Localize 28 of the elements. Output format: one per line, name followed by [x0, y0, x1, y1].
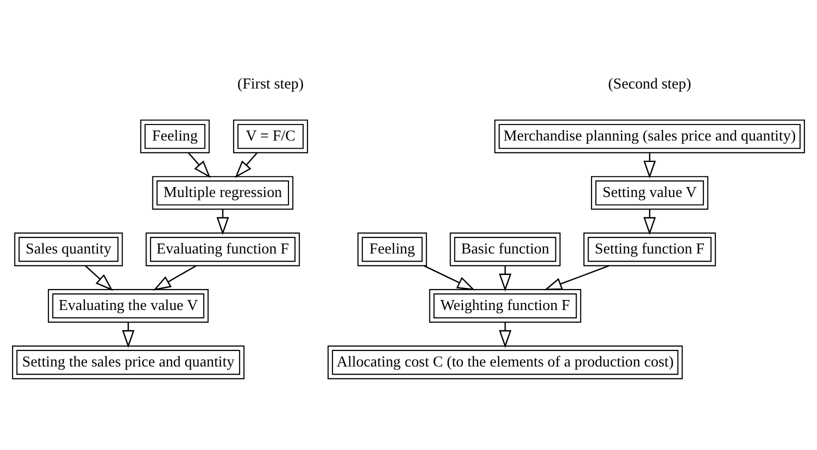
node-box: Evaluating the value V	[48, 288, 209, 322]
arrow	[122, 322, 134, 348]
arrow	[498, 322, 512, 348]
label: (Second step)	[608, 74, 692, 92]
node-box: Merchandise planning (sales price and quantity)	[494, 119, 805, 153]
node-box: Setting value V	[590, 176, 708, 210]
arrow	[216, 208, 229, 235]
label: (First step)	[237, 74, 304, 92]
arrow	[188, 152, 211, 178]
node-box: V = F/C	[233, 119, 308, 153]
node-box: Setting the sales price and quantity	[12, 345, 244, 379]
node-box: Setting function F	[583, 232, 716, 266]
arrow	[643, 208, 656, 235]
node-box: Weighting function F	[429, 288, 582, 322]
node-box: Sales quantity	[14, 232, 123, 266]
node-box: Basic function	[450, 232, 561, 266]
arrow	[85, 264, 113, 290]
arrow	[234, 152, 258, 178]
arrow	[544, 264, 610, 290]
arrow	[424, 264, 476, 290]
node-box: Multiple regression	[152, 176, 294, 210]
arrow	[498, 265, 512, 291]
arrow	[643, 152, 656, 178]
arrow	[153, 264, 196, 290]
node-box: Feeling	[357, 232, 427, 266]
node-box: Evaluating function F	[146, 232, 300, 266]
node-box: Allocating cost C (to the elements of a production cost)	[328, 345, 683, 379]
node-box: Feeling	[140, 119, 210, 153]
